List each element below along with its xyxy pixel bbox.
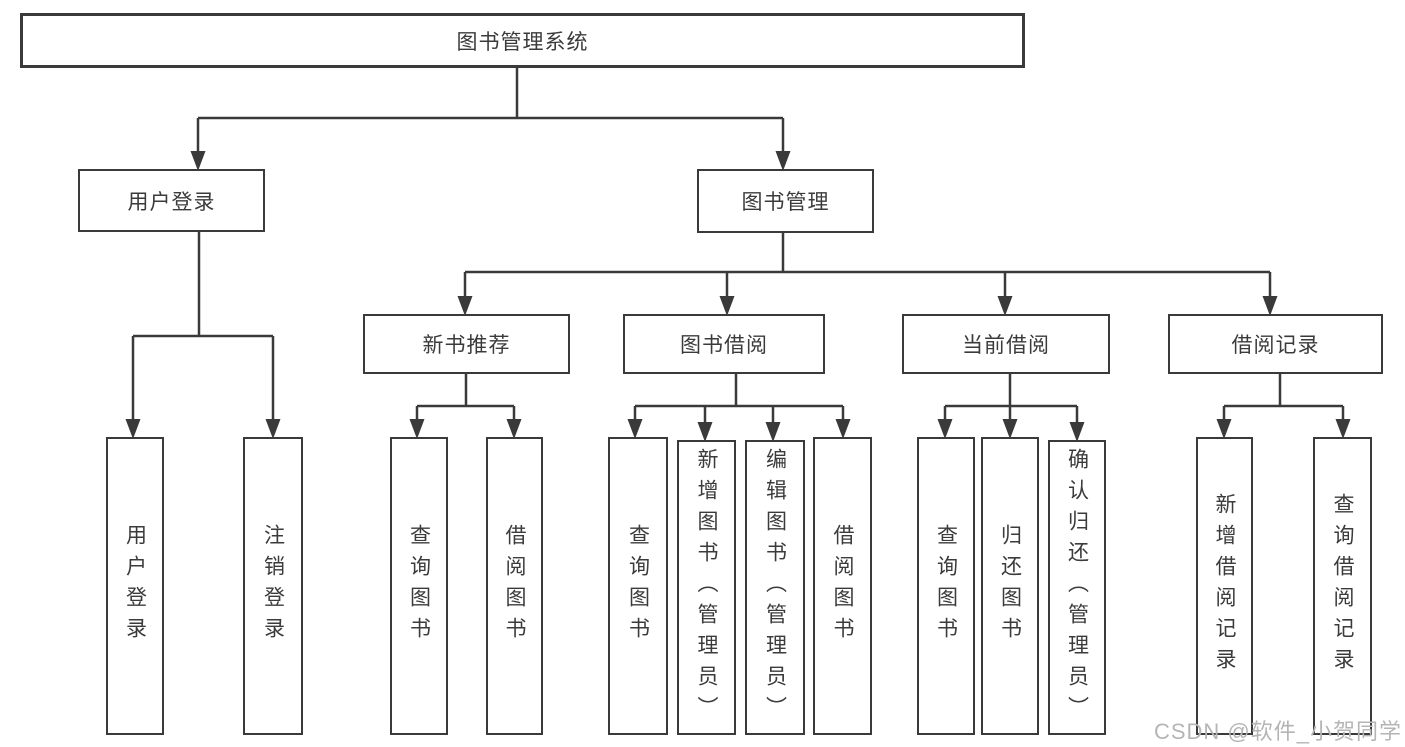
node-new-book-recommend: 新书推荐: [363, 314, 570, 374]
leaf-add-borrow-record: 新增借阅记录: [1196, 437, 1253, 735]
node-book-borrowing: 图书借阅: [623, 314, 825, 374]
leaf-query-book-recommend-label: 查询图书: [407, 524, 431, 648]
leaf-borrow-book-label: 借阅图书: [831, 524, 854, 648]
node-current-borrowing-label: 当前借阅: [962, 334, 1050, 357]
leaf-return-book: 归还图书: [981, 437, 1039, 735]
leaf-query-borrow-record-label: 查询借阅记录: [1331, 493, 1354, 679]
leaf-return-book-label: 归还图书: [998, 524, 1022, 648]
leaf-confirm-return-admin-label: 确认归还（管理员）: [1065, 448, 1089, 727]
node-user-login: 用户登录: [78, 169, 265, 232]
leaf-borrow-book: 借阅图书: [813, 437, 872, 735]
node-user-login-label: 用户登录: [127, 190, 216, 214]
leaf-query-book-borrowing-label: 查询图书: [626, 524, 650, 648]
node-root: 图书管理系统: [20, 13, 1025, 68]
node-current-borrowing: 当前借阅: [902, 314, 1110, 374]
leaf-query-borrow-record: 查询借阅记录: [1313, 437, 1372, 735]
node-book-management-label: 图书管理: [741, 191, 830, 214]
leaf-confirm-return-admin: 确认归还（管理员）: [1048, 440, 1106, 735]
node-new-book-recommend-label: 新书推荐: [422, 334, 511, 357]
leaf-borrow-book-recommend: 借阅图书: [486, 437, 543, 735]
leaf-edit-book-admin-label: 编辑图书（管理员）: [763, 448, 787, 727]
leaf-add-borrow-record-label: 新增借阅记录: [1213, 493, 1236, 679]
leaf-add-book-admin: 新增图书（管理员）: [677, 440, 736, 735]
csdn-watermark: CSDN @软件_小贺同学: [1153, 719, 1402, 744]
leaf-user-login: 用户登录: [106, 437, 164, 735]
leaf-logout: 注销登录: [243, 437, 303, 735]
leaf-add-book-admin-label: 新增图书（管理员）: [695, 448, 718, 727]
leaf-query-book-borrowing: 查询图书: [608, 437, 668, 735]
leaf-query-book-recommend: 查询图书: [390, 437, 448, 735]
leaf-query-book-current: 查询图书: [917, 437, 975, 735]
node-root-label: 图书管理系统: [456, 30, 589, 54]
leaf-edit-book-admin: 编辑图书（管理员）: [745, 440, 805, 735]
node-book-borrowing-label: 图书借阅: [680, 334, 768, 357]
node-book-management: 图书管理: [697, 169, 874, 233]
leaf-borrow-book-recommend-label: 借阅图书: [503, 524, 526, 648]
node-borrow-records-label: 借阅记录: [1231, 334, 1320, 357]
leaf-logout-label: 注销登录: [261, 524, 285, 648]
leaf-query-book-current-label: 查询图书: [934, 524, 958, 648]
leaf-user-login-label: 用户登录: [123, 524, 147, 648]
node-borrow-records: 借阅记录: [1168, 314, 1383, 374]
